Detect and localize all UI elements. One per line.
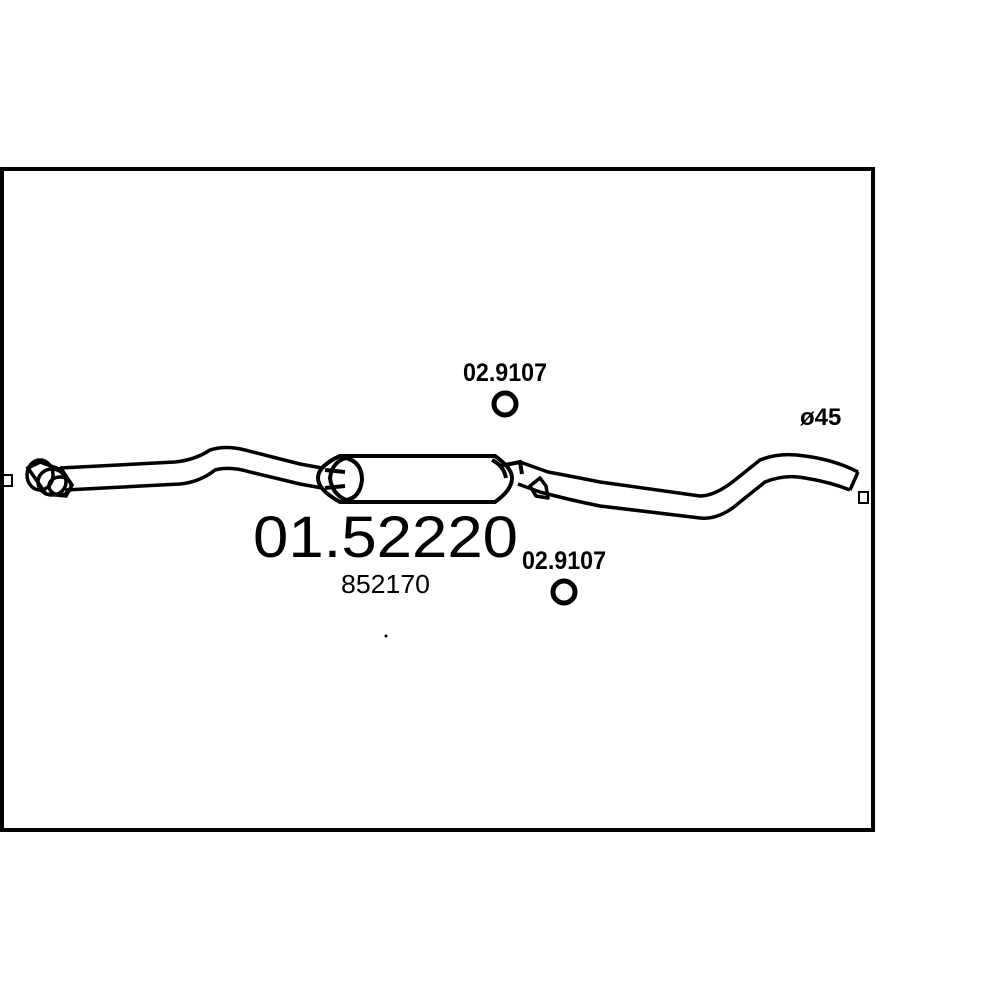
hanger-ring-2 xyxy=(550,578,578,606)
hanger-ring-icon xyxy=(491,390,519,418)
hanger-label-2: 02.9107 xyxy=(522,547,606,575)
rear-pipe xyxy=(517,452,860,520)
part-number-label: 01.52220 xyxy=(253,505,518,570)
right-connector-marker xyxy=(858,491,869,504)
diagram-frame xyxy=(0,167,875,832)
left-connector-marker xyxy=(2,474,13,487)
hanger-ring-1 xyxy=(491,390,519,418)
middle-silencer xyxy=(315,454,524,504)
hanger-label-1: 02.9107 xyxy=(463,359,547,387)
reference-number-label: 852170 xyxy=(341,569,430,599)
hanger-ring-icon xyxy=(550,578,578,606)
front-pipe xyxy=(59,445,323,492)
stray-dot xyxy=(384,634,388,638)
pipe-diameter-label: ø45 xyxy=(800,404,841,431)
front-flange xyxy=(25,458,75,498)
